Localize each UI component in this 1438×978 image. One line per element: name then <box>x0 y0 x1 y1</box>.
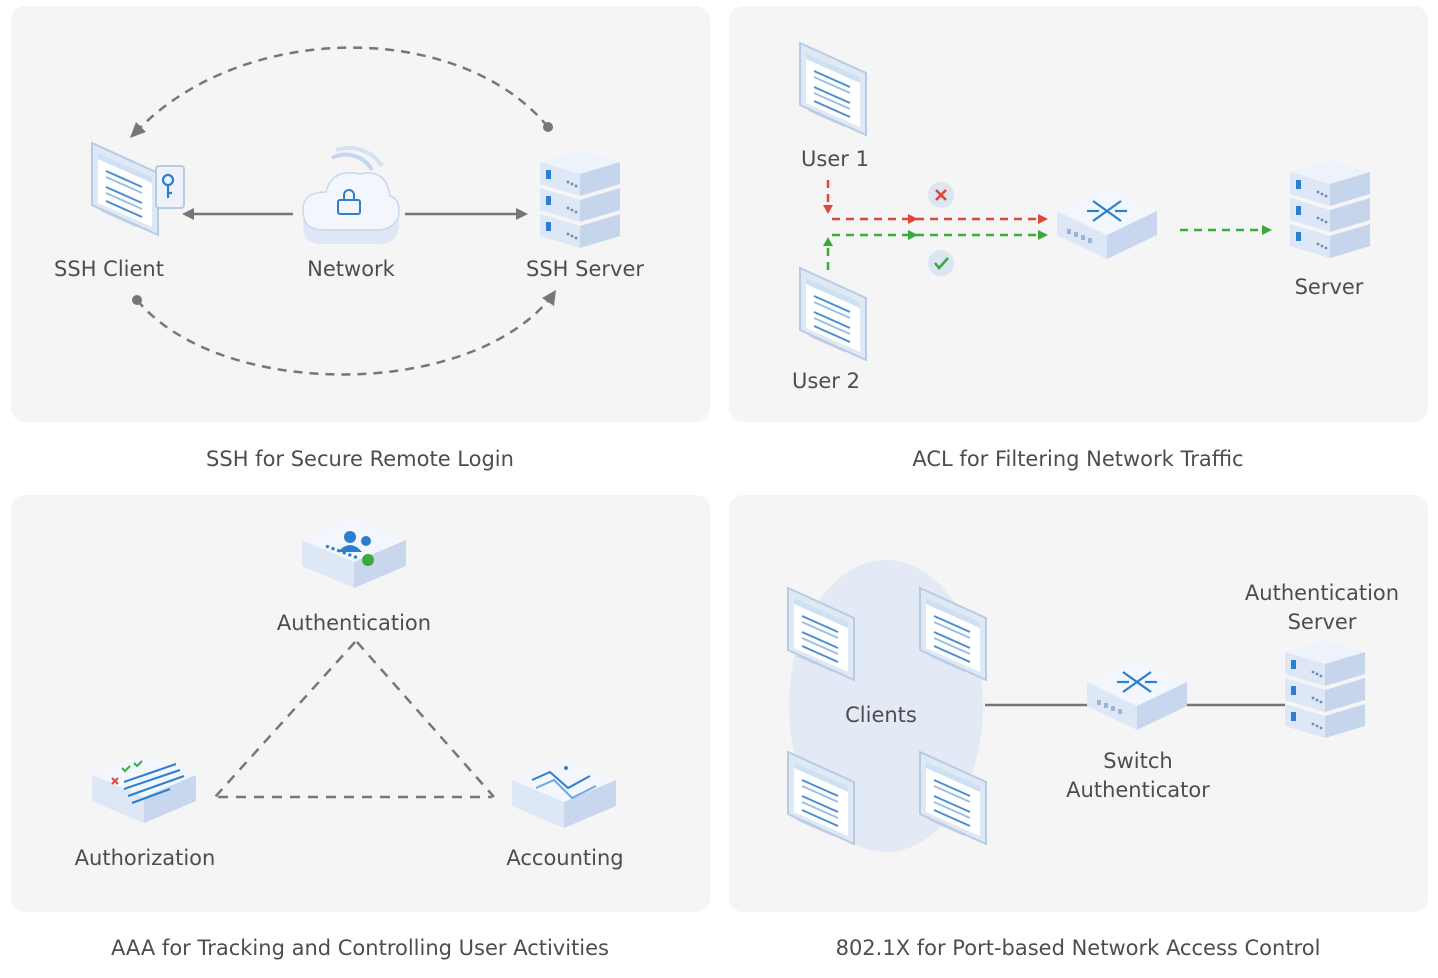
authentication-icon <box>302 518 406 588</box>
user1-monitor-icon <box>799 42 867 136</box>
ssh-server-label: SSH Server <box>526 257 644 281</box>
acl-server-icon <box>1290 160 1370 258</box>
key-badge-icon <box>155 165 185 209</box>
aaa-caption: AAA for Tracking and Controlling User Ac… <box>110 936 609 960</box>
allow-check-icon <box>928 250 954 276</box>
arc-arrow-head <box>130 122 146 138</box>
acl-switch-icon <box>1055 185 1159 261</box>
accounting-label: Accounting <box>506 846 623 870</box>
authenticator-label: Authenticator <box>1066 778 1210 802</box>
aaa-triangle <box>214 641 495 799</box>
acl-diagram: User 1 User 2 Server <box>792 42 1370 393</box>
request-arc <box>136 295 553 376</box>
authenticator-switch-icon <box>1085 656 1189 732</box>
aaa-diagram: Authentication Authorization Accounting <box>75 518 624 870</box>
user1-label: User 1 <box>801 147 869 171</box>
authorization-label: Authorization <box>75 846 216 870</box>
ssh-server-icon <box>540 150 620 248</box>
user2-label: User 2 <box>792 369 860 393</box>
clients-label: Clients <box>845 703 917 727</box>
authorization-icon <box>92 753 196 823</box>
dot1x-caption: 802.1X for Port-based Network Access Con… <box>835 936 1321 960</box>
auth-server-label-1: Authentication <box>1245 581 1399 605</box>
return-arc <box>133 46 549 135</box>
auth-server-label-2: Server <box>1288 610 1357 634</box>
acl-caption: ACL for Filtering Network Traffic <box>912 447 1244 471</box>
ssh-client-monitor-icon <box>91 142 159 236</box>
acl-server-label: Server <box>1295 275 1364 299</box>
deny-x-icon <box>928 182 954 208</box>
ssh-client-label: SSH Client <box>54 257 164 281</box>
authentication-label: Authentication <box>277 611 431 635</box>
user2-monitor-icon <box>799 267 867 361</box>
auth-server-icon <box>1285 640 1365 738</box>
dot1x-diagram: Clients Switch Authenticator Authenticat… <box>787 560 1399 852</box>
allowed-path <box>826 228 1265 270</box>
network-label: Network <box>307 257 396 281</box>
denied-path <box>826 180 1042 221</box>
accounting-icon <box>512 758 616 828</box>
ssh-caption: SSH for Secure Remote Login <box>206 447 514 471</box>
network-cloud-icon <box>302 146 400 245</box>
switch-label: Switch <box>1103 749 1172 773</box>
ssh-diagram: SSH Client Network SSH Server <box>54 46 644 376</box>
